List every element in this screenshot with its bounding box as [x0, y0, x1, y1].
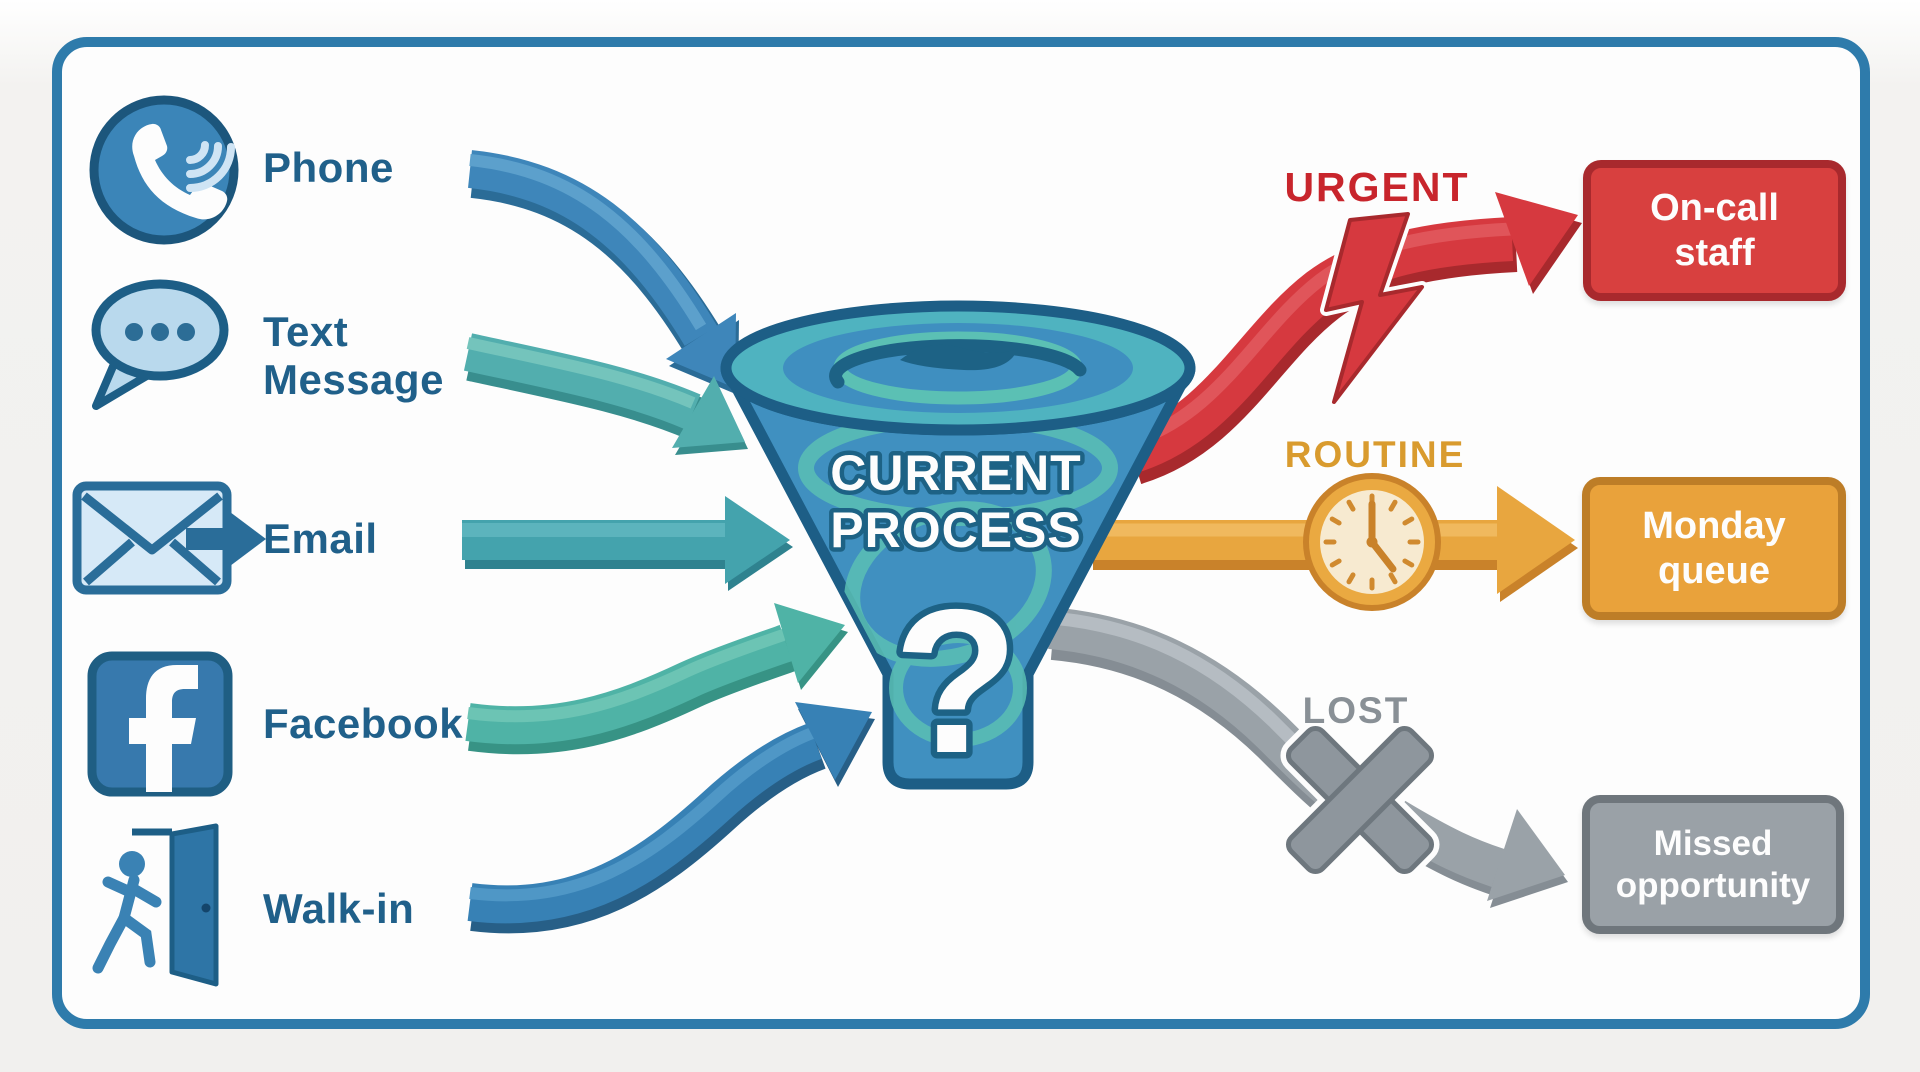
- monday-queue-box: Monday queue: [1582, 477, 1846, 620]
- facebook-icon: [87, 651, 233, 797]
- monday-queue-line2: queue: [1658, 549, 1770, 592]
- lost-tag: LOST: [1302, 690, 1410, 731]
- channel-label-facebook: Facebook: [263, 700, 464, 747]
- email-flow-arrow: [462, 496, 793, 591]
- funnel-title-line1: CURRENT: [830, 445, 1081, 501]
- phone-icon: [89, 95, 239, 245]
- urgent-tag: URGENT: [1284, 164, 1470, 210]
- email-icon: [72, 481, 266, 595]
- monday-queue-line1: Monday: [1642, 504, 1786, 547]
- funnel-title-line2: PROCESS: [830, 502, 1082, 558]
- channel-label-text-line2: Message: [263, 355, 444, 403]
- missed-opportunity-box: Missed opportunity: [1582, 795, 1844, 934]
- on-call-staff-line2: staff: [1674, 231, 1755, 274]
- funnel: [720, 300, 1196, 790]
- on-call-staff-line1: On-call: [1650, 186, 1779, 229]
- sms-bubble-icon: [91, 279, 229, 410]
- facebook-flow-arrow: [465, 603, 848, 755]
- walk-in-flow-arrow: [467, 702, 875, 934]
- channel-label-text-line1: Text: [263, 308, 349, 355]
- text-message-flow-arrow: [463, 333, 748, 455]
- x-mark-icon: [1280, 720, 1440, 880]
- channel-label-walk-in: Walk-in: [263, 885, 415, 932]
- clock-icon: [1303, 473, 1441, 611]
- walk-in-door-icon: [92, 823, 219, 987]
- channel-label-phone: Phone: [263, 144, 394, 191]
- channel-label-text-message: Text Message: [263, 308, 444, 404]
- channel-label-email: Email: [263, 515, 378, 562]
- funnel-question-mark: ?: [893, 567, 1018, 796]
- phone-flow-arrow: [467, 150, 739, 395]
- missed-opportunity-line1: Missed: [1653, 824, 1773, 864]
- routine-tag: ROUTINE: [1284, 434, 1466, 475]
- missed-opportunity-line2: opportunity: [1615, 865, 1811, 905]
- lightning-bolt-icon: [1320, 208, 1428, 408]
- on-call-staff-box: On-call staff: [1583, 160, 1846, 301]
